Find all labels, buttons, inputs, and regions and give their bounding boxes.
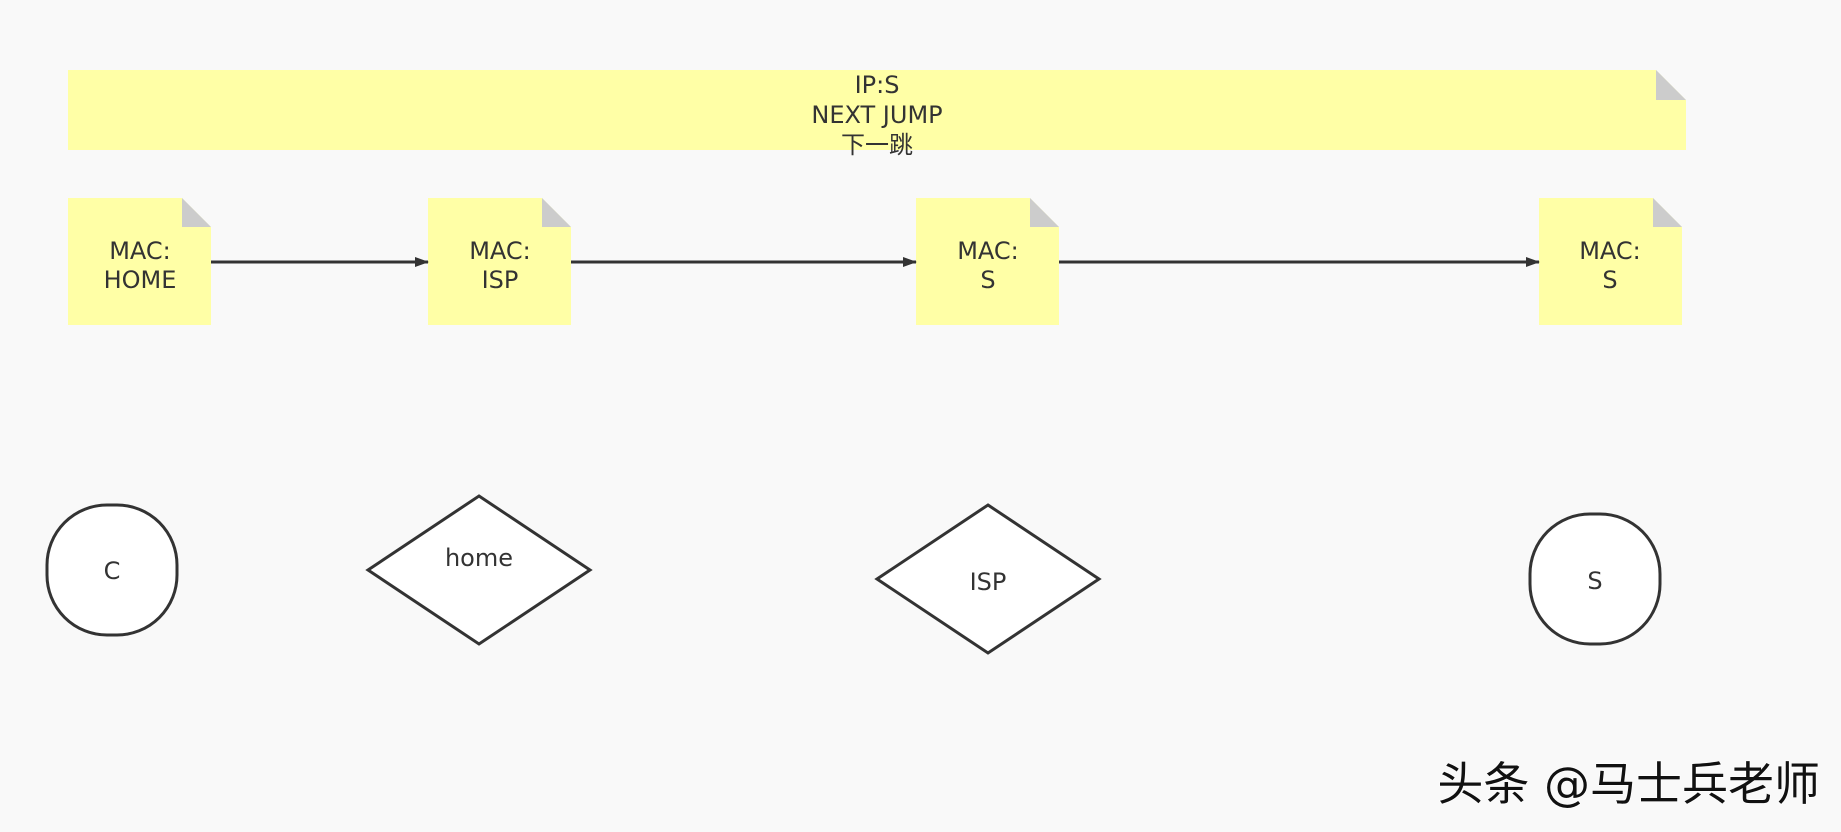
next-jump-banner[interactable]: IP:S NEXT JUMP 下一跳 [68,70,1686,159]
node-home-diamond[interactable]: home [365,494,593,646]
mac-note-isp-value: ISP [482,266,519,294]
banner-line-next-hop-cn: 下一跳 [841,131,913,159]
node-isp-diamond[interactable]: ISP [874,503,1102,655]
mac-note-s-second-label: MAC: [1579,237,1641,265]
mac-note-s-first-value: S [980,266,995,294]
mac-note-s-first-label: MAC: [957,237,1019,265]
banner-line-ip: IP:S [855,71,900,99]
mac-note-home-value: HOME [104,266,177,294]
node-server-circle[interactable]: S [1528,512,1662,646]
banner-line-next-jump: NEXT JUMP [811,101,942,129]
mac-note-s-first[interactable]: MAC: S [916,198,1059,325]
node-home-label: home [445,544,513,572]
mac-note-isp[interactable]: MAC: ISP [428,198,571,325]
node-client-label: C [104,557,121,585]
mac-note-s-second-value: S [1602,266,1617,294]
node-isp-label: ISP [970,568,1007,596]
node-client-circle[interactable]: C [45,503,179,637]
watermark: 头条 @马士兵老师 [1437,757,1820,811]
mac-note-isp-label: MAC: [469,237,531,265]
mac-note-home[interactable]: MAC: HOME [68,198,211,325]
mac-note-s-second[interactable]: MAC: S [1539,198,1682,325]
node-server-label: S [1587,567,1602,595]
mac-note-home-label: MAC: [109,237,171,265]
